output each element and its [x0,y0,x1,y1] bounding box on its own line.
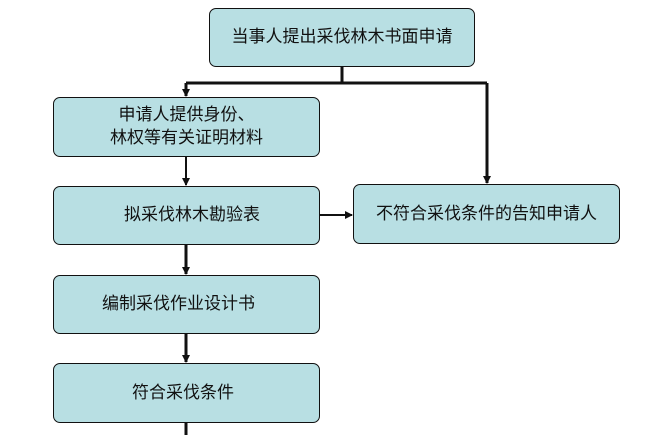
node-label-line-1: 申请人提供身份、 [118,105,255,126]
node-written-application: 当事人提出采伐林木书面申请 [209,8,475,67]
node-operation-design: 编制采伐作业设计书 [53,275,320,334]
node-eligible: 符合采伐条件 [53,363,320,423]
node-label: 符合采伐条件 [132,382,234,403]
node-inspection-form: 拟采伐林木勘验表 [53,186,320,245]
node-provide-documents: 申请人提供身份、 林权等有关证明材料 [53,97,320,157]
node-label: 编制采伐作业设计书 [102,294,255,315]
node-label: 拟采伐林木勘验表 [124,205,260,226]
node-label: 不符合采伐条件的告知申请人 [376,203,597,224]
node-label: 当事人提出采伐林木书面申请 [231,27,453,48]
node-notify-not-eligible: 不符合采伐条件的告知申请人 [353,184,620,244]
node-label-line-2: 林权等有关证明材料 [110,128,263,148]
